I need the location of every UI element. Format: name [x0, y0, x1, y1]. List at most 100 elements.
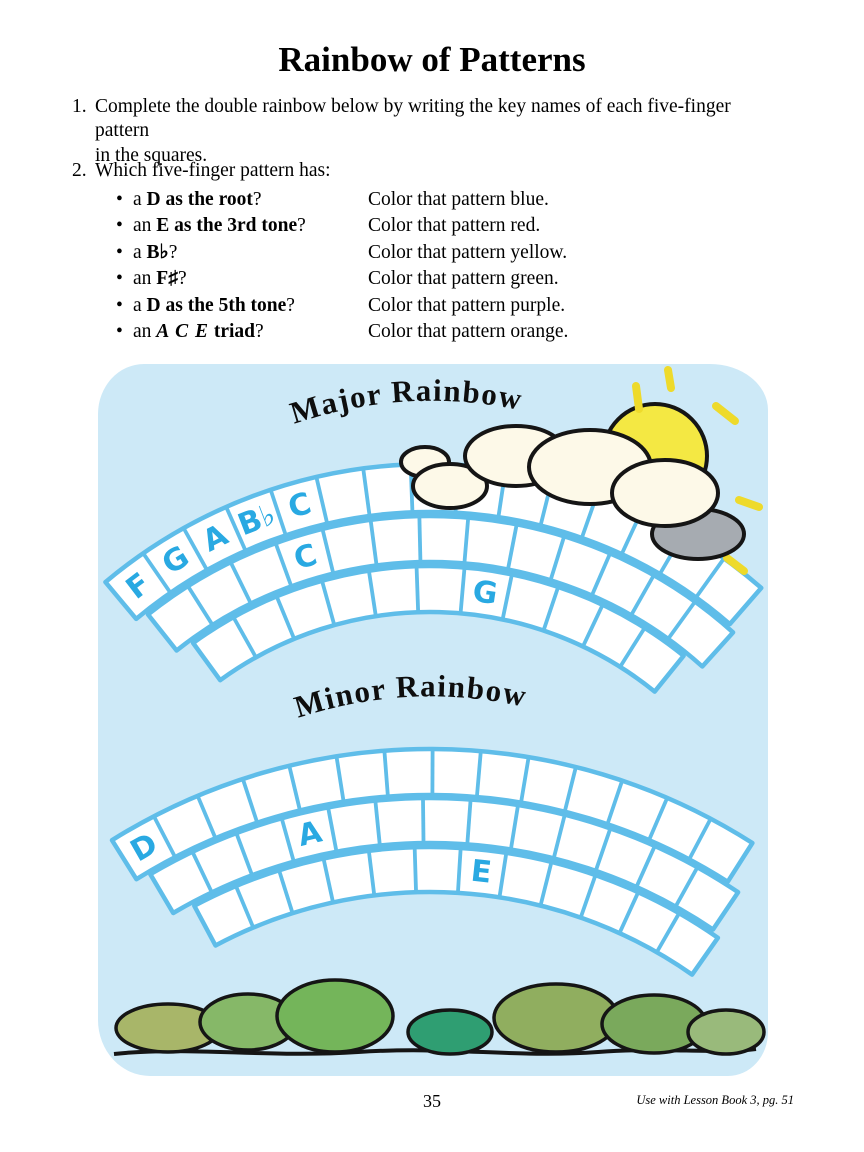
bush [686, 1008, 766, 1056]
question-row: • a D as the 5th tone? Color that patter… [116, 295, 776, 316]
cell-divider [462, 518, 470, 563]
question-key: F♯ [156, 268, 178, 290]
bushes [113, 978, 766, 1056]
question-key: A C E [156, 321, 209, 343]
cell-divider [373, 802, 382, 845]
cell-divider [152, 816, 177, 857]
cell-divider [421, 799, 426, 842]
sun-ray [723, 554, 748, 575]
cell-divider [539, 862, 553, 905]
cell-divider [314, 477, 329, 523]
cloud-icon [399, 424, 746, 561]
cell-divider [187, 586, 214, 625]
cell-divider [458, 568, 467, 612]
instruction-1-line2: in the squares. [95, 144, 208, 166]
question-key: D as the 5th tone [146, 294, 287, 316]
rainbow-band [148, 795, 741, 932]
cell-divider [182, 528, 208, 570]
cell-divider [287, 766, 302, 810]
color-instruction: Color that pattern green. [368, 268, 559, 290]
cell-divider [549, 537, 566, 580]
bullet-marker: • [116, 189, 123, 210]
question-text: an E as the 3rd tone? [133, 215, 368, 236]
question-tail: ? [168, 241, 178, 263]
cell-divider [456, 849, 463, 892]
question-row: • an E as the 3rd tone? Color that patte… [116, 215, 776, 236]
cell-divider [635, 846, 656, 887]
cell-divider [590, 553, 612, 595]
cell-divider [667, 601, 696, 639]
cell-divider [465, 800, 473, 844]
cell-divider [647, 798, 669, 840]
question-key: D as the root [146, 189, 253, 210]
bush [406, 1008, 494, 1056]
sun-ray [735, 496, 763, 511]
cell-divider [321, 859, 335, 902]
question-prefix: an [133, 215, 157, 237]
cell-divider [619, 628, 646, 667]
cell-divider [497, 854, 508, 897]
cell-divider [581, 605, 604, 646]
question-key: B♭ [146, 241, 169, 263]
cell-divider [475, 752, 483, 796]
cloud-puff [610, 458, 720, 528]
cell-divider [501, 575, 514, 619]
cell-divider [606, 781, 624, 824]
bullet-marker: • [116, 294, 123, 316]
instruction-2-number: 2. [72, 160, 87, 181]
cell-divider [191, 852, 213, 892]
cell-divider [594, 829, 612, 871]
cell-divider [196, 796, 217, 838]
rainbow-band [145, 513, 736, 669]
cell-divider [382, 752, 390, 796]
cell-divider [367, 571, 378, 615]
bush [275, 978, 395, 1054]
cell-divider [509, 806, 520, 849]
cell-divider [277, 871, 294, 913]
question-prefix: a [133, 241, 147, 263]
cell-divider [320, 581, 336, 625]
question-text: a D as the 5th tone? [133, 295, 368, 316]
cell-divider [235, 833, 254, 875]
bush [492, 982, 620, 1054]
question-list: • a D as the root? Color that pattern bl… [116, 189, 776, 348]
cell-divider [630, 575, 655, 615]
bullet-marker: • [116, 215, 123, 237]
cell-divider [542, 587, 560, 630]
instruction-2-text: Which five-finger pattern has: [95, 160, 331, 181]
question-row: • a B♭? Color that pattern yellow. [116, 242, 776, 263]
instruction-1-number: 1. [72, 96, 87, 117]
question-key2: triad [208, 321, 256, 343]
question-tail: ? [286, 294, 295, 316]
major-rainbow-title: Major Rainbow [286, 373, 526, 431]
cell-divider [414, 567, 420, 611]
cell-divider [274, 543, 293, 586]
cell-divider [361, 469, 372, 515]
rainbow-band [109, 746, 755, 885]
cell-divider [275, 596, 296, 639]
question-tail: ? [297, 215, 306, 237]
cell-divider [655, 913, 681, 952]
cell-divider [269, 490, 288, 535]
cell-divider [241, 779, 259, 822]
instruction-1-text: Complete the double rainbow below by wri… [95, 95, 788, 168]
sun-ray [632, 382, 643, 413]
question-prefix: an [133, 321, 157, 343]
cell-divider [368, 521, 379, 565]
question-text: a B♭? [133, 242, 368, 263]
cell-divider [519, 758, 531, 802]
cell-divider [229, 562, 252, 604]
question-row: • an A C E triad? Color that pattern ora… [116, 321, 776, 342]
sun-rays [632, 366, 763, 575]
question-prefix: an [133, 268, 157, 290]
question-prefix: a [133, 189, 147, 210]
question-text: a D as the root? [133, 189, 368, 210]
cell-divider [552, 815, 567, 858]
bullet-marker: • [116, 241, 123, 263]
instruction-1-line1: Complete the double rainbow below by wri… [95, 96, 731, 142]
cell-divider [417, 517, 423, 561]
cell-divider [674, 867, 699, 907]
cell-divider [367, 851, 376, 895]
